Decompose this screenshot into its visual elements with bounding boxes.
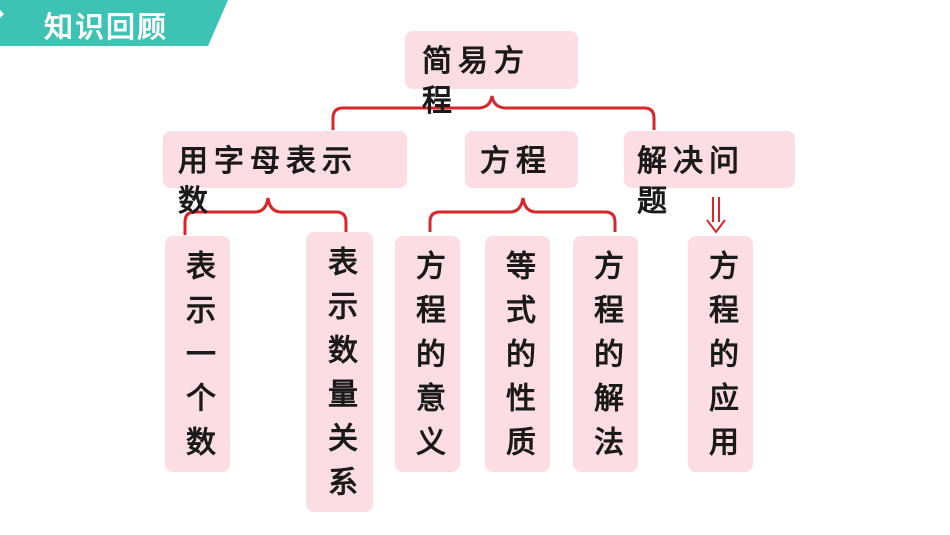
leaf-equation-meaning-label: 方程的意义 xyxy=(410,250,445,470)
leaf-equality-properties xyxy=(485,236,550,472)
node-letters-for-numbers xyxy=(163,131,407,188)
leaf-equation-solving-label: 方程的解法 xyxy=(588,250,623,470)
middle-brace xyxy=(428,197,617,232)
leaf-represent-number xyxy=(165,236,230,472)
leaf-equality-properties-label: 等式的性质 xyxy=(500,250,535,470)
node-problem-solving xyxy=(624,131,795,188)
down-arrow-icon xyxy=(706,197,726,234)
leaf-quantity-relation-label: 表示数量关系 xyxy=(322,246,357,510)
banner-title: 知识回顾 xyxy=(44,10,169,44)
node-equation xyxy=(465,131,578,188)
leaf-represent-number-label: 表示一个数 xyxy=(180,250,215,470)
leaf-equation-application xyxy=(688,236,753,472)
leaf-equation-application-label: 方程的应用 xyxy=(703,250,738,470)
root-brace xyxy=(331,95,656,130)
leaf-equation-solving xyxy=(573,236,638,472)
node-problem-solving-label: 解决问题 xyxy=(637,144,745,219)
node-letters-for-numbers-label: 用字母表示数 xyxy=(178,144,358,219)
leaf-equation-meaning xyxy=(395,236,460,472)
root-node xyxy=(405,31,578,89)
left-brace xyxy=(183,197,348,235)
root-label: 简易方程 xyxy=(422,44,530,119)
banner-shape xyxy=(0,0,228,46)
node-equation-label: 方程 xyxy=(480,144,552,179)
leaf-quantity-relation xyxy=(306,232,373,512)
